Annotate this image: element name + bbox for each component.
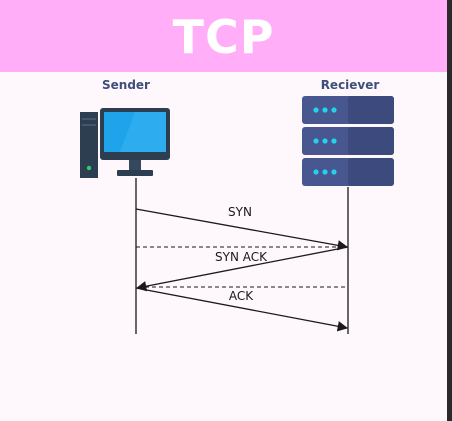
- message-label-syn-ack: SYN ACK: [215, 250, 268, 264]
- message-arrow-syn-ack: [135, 246, 349, 292]
- server-rack-icon: [302, 96, 394, 186]
- message-label-syn: SYN: [228, 205, 252, 219]
- page-title: TCP: [172, 10, 275, 64]
- message-arrow-syn: [135, 208, 349, 251]
- message-label-ack: ACK: [229, 289, 254, 303]
- window-edge: [447, 0, 452, 421]
- title-banner: TCP: [0, 0, 447, 72]
- receiver-label: Reciever: [320, 78, 380, 92]
- desktop-computer-icon: [80, 108, 170, 178]
- sender-label: Sender: [102, 78, 150, 92]
- message-arrow-ack: [135, 287, 349, 332]
